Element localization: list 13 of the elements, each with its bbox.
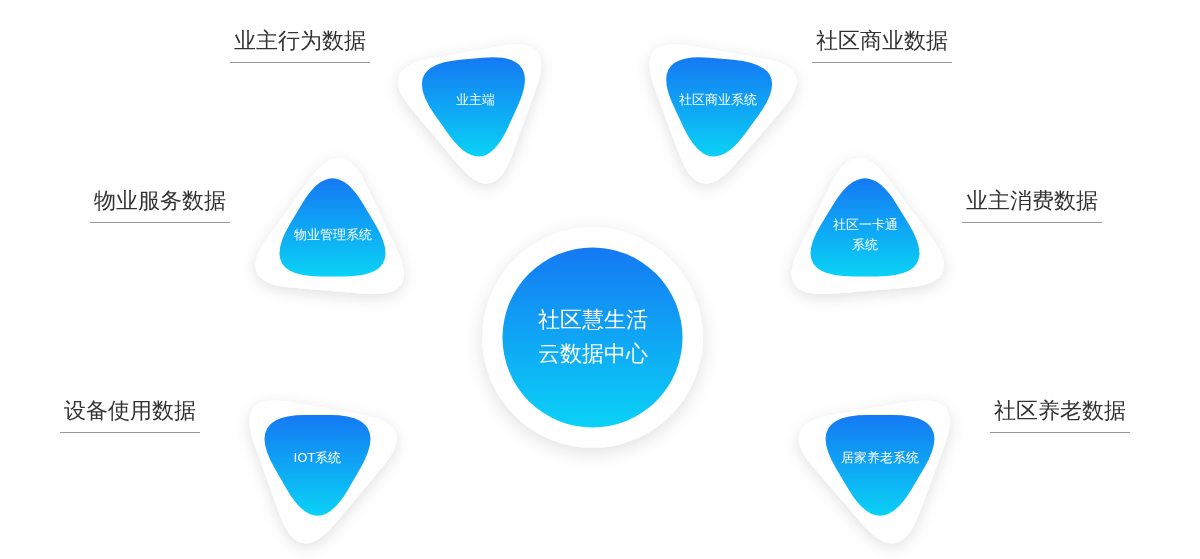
data-category-label: 业主行为数据	[230, 26, 370, 63]
data-category-label: 设备使用数据	[60, 396, 200, 433]
node-label: IOT系统	[292, 448, 343, 467]
data-category-label: 社区商业数据	[812, 26, 952, 63]
data-category-label: 业主消费数据	[962, 186, 1102, 223]
node-label: 社区慧生活云数据中心	[536, 306, 649, 368]
node-label: 物业管理系统	[292, 226, 373, 244]
node-label: 业主端	[454, 91, 496, 109]
data-category-label: 社区养老数据	[990, 396, 1130, 433]
data-category-label: 物业服务数据	[90, 186, 230, 223]
node-label: 社区一卡通系统	[831, 216, 899, 254]
node-label: 居家养老系统	[840, 448, 920, 467]
node-label: 社区商业系统	[677, 91, 758, 109]
